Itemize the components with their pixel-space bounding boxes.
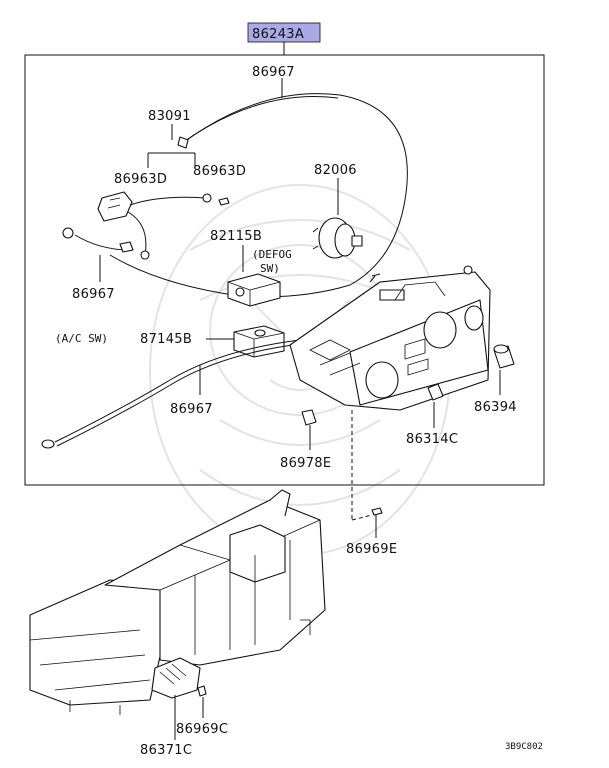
part-label-86963d-left: 86963D [114, 172, 167, 187]
wiring-harness [62, 191, 230, 260]
part-label-86978e: 86978E [280, 456, 331, 471]
part-label-86963d-right: 86963D [193, 164, 246, 179]
part-label-86969e: 86969E [346, 542, 397, 557]
leader-dashed-2 [351, 514, 373, 521]
part-label-86314c: 86314C [406, 432, 458, 447]
diagram-code: 3B9C802 [505, 742, 543, 752]
screw-86969e [371, 507, 383, 528]
knob-86314c [427, 383, 444, 401]
knob-86394 [493, 344, 515, 369]
switch-87145b [233, 325, 285, 358]
note-ac-sw: (A/C SW) [55, 332, 108, 345]
cable-86967-upper [109, 93, 408, 298]
assembly-frame [24, 54, 545, 486]
part-label-86394: 86394 [474, 400, 517, 415]
clip-86978e [301, 409, 317, 426]
heater-control-panel [289, 265, 491, 411]
note-defog-line2: SW) [260, 262, 280, 275]
assembly-part-number: 86243A [252, 27, 304, 42]
part-label-86967-top: 86967 [252, 65, 295, 80]
note-defog-line1: (DEFOG [252, 248, 292, 261]
part-label-86967-bottom: 86967 [170, 402, 213, 417]
part-label-86969c: 86969C [176, 722, 228, 737]
part-label-86967-left: 86967 [72, 287, 115, 302]
part-label-82006: 82006 [314, 163, 357, 178]
cable-86967-lower [41, 339, 301, 449]
part-label-83091: 83091 [148, 109, 191, 124]
part-label-87145b: 87145B [140, 332, 192, 347]
sensor-82006 [312, 217, 363, 259]
part-label-86371c: 86371C [140, 743, 192, 758]
part-label-82115b: 82115B [210, 229, 262, 244]
heater-unit [29, 489, 326, 715]
switch-82115b [227, 273, 281, 307]
